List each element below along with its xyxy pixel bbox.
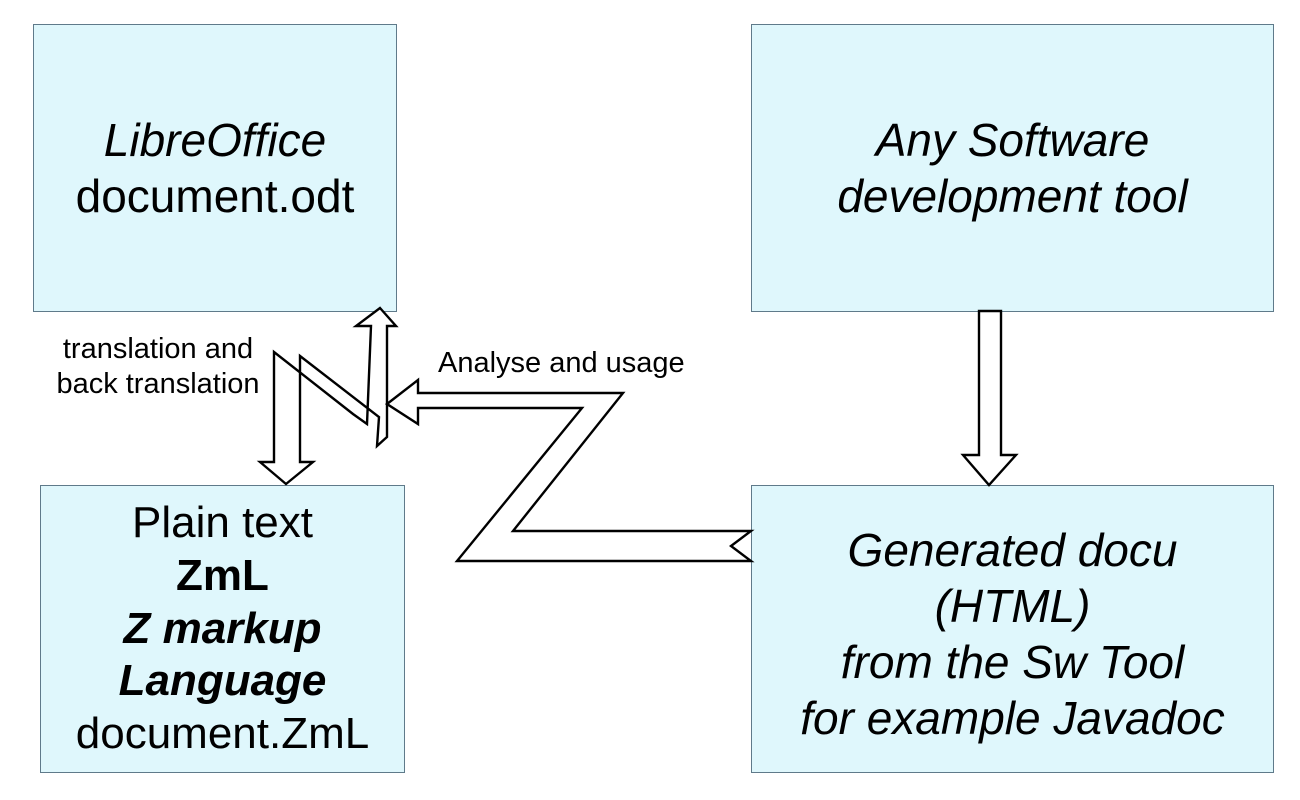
generated-line1: Generated docu	[847, 523, 1178, 576]
libreoffice-document-box: LibreOffice document.odt	[33, 24, 397, 312]
translation-label-line2: back translation	[56, 368, 260, 400]
analyse-arrow-icon	[384, 377, 755, 563]
zml-line-language: Language	[118, 656, 327, 706]
libreoffice-title: LibreOffice	[103, 113, 327, 166]
translation-arrow-icon	[256, 306, 399, 486]
software-tool-line1: Any Software	[875, 113, 1150, 166]
libreoffice-filename: document.odt	[75, 170, 355, 222]
zml-line-z-markup: Z markup	[123, 603, 322, 653]
software-tool-line2: development tool	[837, 170, 1188, 222]
generated-docu-box: Generated docu (HTML) from the Sw Tool f…	[751, 485, 1274, 773]
translation-label: translation and back translation	[44, 332, 272, 402]
analyse-label: Analyse and usage	[438, 347, 685, 379]
generated-line2: (HTML)	[934, 579, 1091, 632]
generated-line4: for example Javadoc	[800, 692, 1225, 745]
software-tool-box: Any Software development tool	[751, 24, 1274, 312]
generation-arrow-icon	[960, 309, 1019, 487]
zml-document-box: Plain text ZmL Z markup Language documen…	[40, 485, 405, 773]
zml-line-plain-text: Plain text	[132, 498, 313, 547]
translation-label-line1: translation and	[62, 333, 254, 365]
zml-line-filename: document.ZmL	[75, 709, 370, 759]
zml-line-zml: ZmL	[176, 550, 269, 600]
generated-line3: from the Sw Tool	[840, 636, 1185, 688]
